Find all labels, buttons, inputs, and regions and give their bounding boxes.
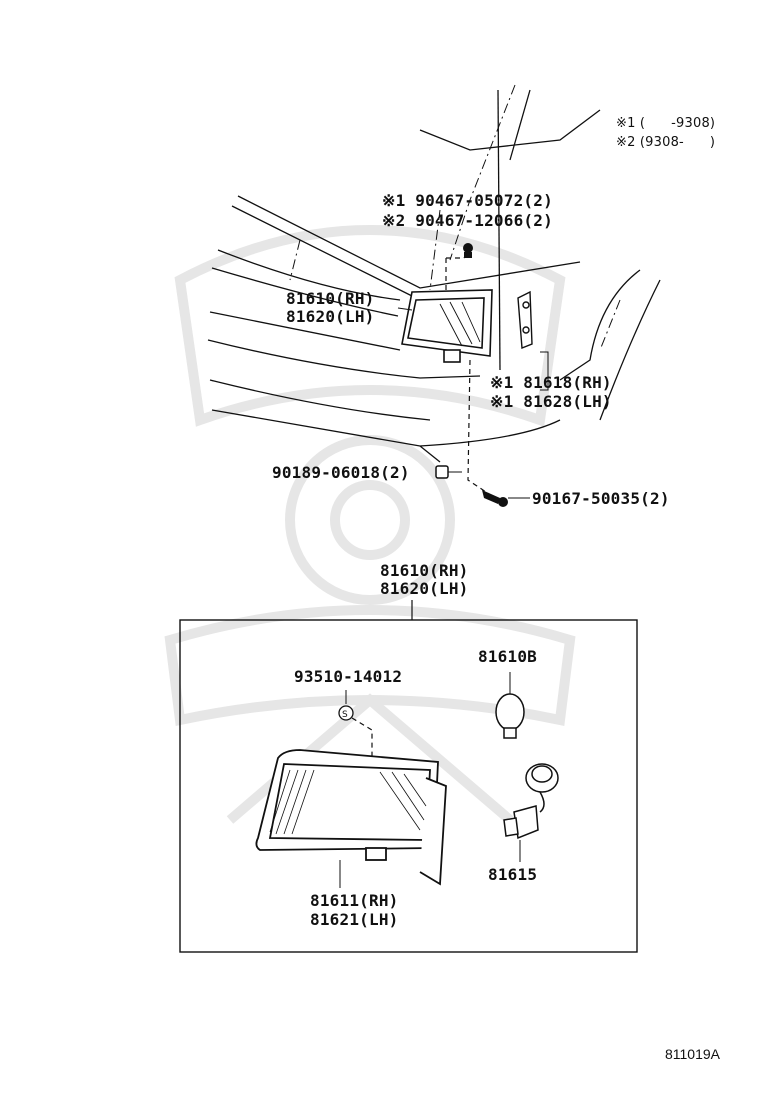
lamp-label-lh[interactable]: 81620(LH) <box>286 307 375 326</box>
screw-label[interactable]: 90167-50035(2) <box>532 489 670 508</box>
upper-leader-lines <box>397 307 549 499</box>
screw-icon <box>482 490 508 507</box>
phantom-lines <box>289 84 621 351</box>
lens-housing <box>255 749 447 886</box>
watermark-emblem <box>164 225 576 824</box>
bracket-label-rh[interactable]: ※1 81618(RH) <box>490 373 612 392</box>
assembly-label-rh[interactable]: 81610(RH) <box>380 561 469 580</box>
nut-label[interactable]: 90189-06018(2) <box>272 463 410 482</box>
clip-label-b[interactable]: ※2 90467-12066(2) <box>382 211 553 230</box>
upper-dashed-lines <box>445 251 499 501</box>
note-2: ※2 (9308- ) <box>616 135 716 150</box>
lens-label-lh[interactable]: 81621(LH) <box>310 910 399 929</box>
upper-bracket <box>517 290 533 350</box>
bulb-label[interactable]: 81610B <box>478 647 537 666</box>
small-screw-label[interactable]: 93510-14012 <box>294 667 403 686</box>
assembly-label-lh[interactable]: 81620(LH) <box>380 579 469 598</box>
car-body-outline <box>207 89 661 463</box>
note-1: ※1 ( -9308) <box>616 116 716 131</box>
bracket-label-lh[interactable]: ※1 81628(LH) <box>490 392 612 411</box>
clip-icon <box>463 243 473 258</box>
assembly-box <box>179 619 638 953</box>
lens-glare-lines <box>269 769 427 835</box>
svg-text:S: S <box>342 710 348 720</box>
small-screw-icon: S <box>338 705 354 721</box>
clip-label-a[interactable]: ※1 90467-05072(2) <box>382 191 553 210</box>
lens-label-rh[interactable]: 81611(RH) <box>310 891 399 910</box>
bulb-icon <box>495 693 525 739</box>
lamp-label-rh[interactable]: 81610(RH) <box>286 289 375 308</box>
upper-corner-lamp <box>401 289 493 363</box>
socket-label[interactable]: 81615 <box>488 865 538 884</box>
nut-icon <box>435 465 449 479</box>
socket-icon <box>503 763 559 840</box>
diagram-code: 811019A <box>664 1046 720 1062</box>
screw-dashed <box>351 717 373 760</box>
